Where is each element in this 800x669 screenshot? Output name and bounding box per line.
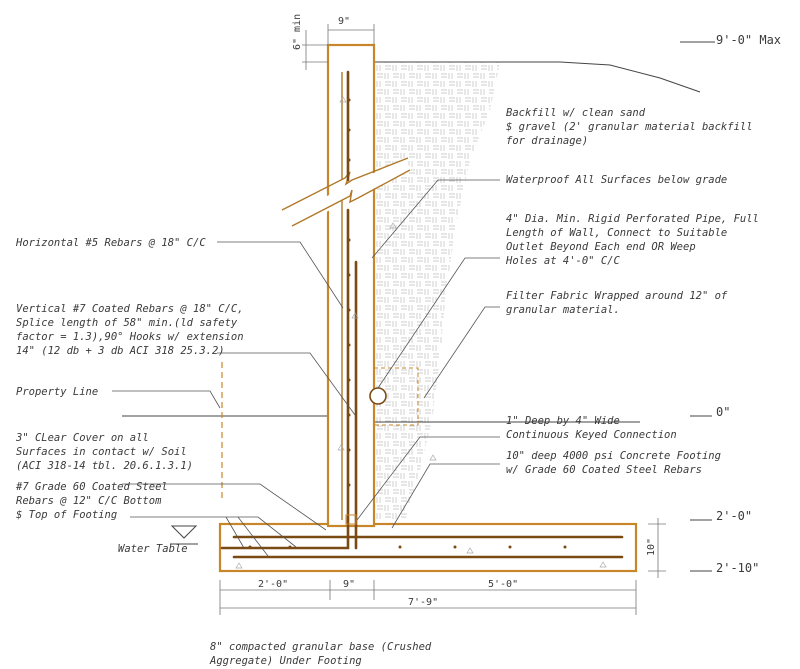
wall-thickness-label: 9" [338, 16, 350, 27]
break-line-bottom [291, 169, 411, 227]
toe-dim-label: 2'-0" [258, 579, 288, 590]
waterproof-note: Waterproof All Surfaces below grade [506, 174, 727, 186]
water-table-symbol [170, 525, 198, 539]
shear-key [345, 514, 357, 525]
heel-dim-label: 5'-0" [488, 579, 518, 590]
grade-zero-label: 0" [716, 405, 730, 419]
wall-stem [326, 43, 376, 528]
top-dim-line [327, 24, 375, 45]
clear-cover-note: 3" CLear Cover on all Surfaces in contac… [15, 432, 193, 472]
backfill-hatch [373, 62, 500, 520]
drain-pipe-note: 4" Dia. Min. Rigid Perforated Pipe, Full… [505, 213, 765, 267]
granular-base-note: 8" compacted granular base (Crushed Aggr… [209, 641, 438, 667]
aggregate-marks [235, 96, 607, 569]
filter-fabric-note: Filter Fabric Wrapped around 12" of gran… [506, 290, 734, 316]
keyed-connection-note: 1" Deep by 4" Wide Continuous Keyed Conn… [506, 415, 677, 441]
footing-note: 10" deep 4000 psi Concrete Footing w/ Gr… [506, 450, 727, 476]
bottom-dim-line-1 [219, 580, 637, 600]
property-line-note: Property Line [16, 386, 98, 398]
cover-dim-line [302, 30, 328, 70]
bottom-bars-note: #7 Grade 60 Coated Steel Rebars @ 12" C/… [15, 481, 174, 521]
retained-grade-line [373, 61, 701, 93]
backfill-note: Backfill w/ clean sand $ gravel (2' gran… [506, 107, 759, 147]
footing-bottom-elev-label: 2'-10" [716, 561, 759, 575]
water-table-label: Water Table [118, 543, 188, 555]
footing-bar-dots [248, 545, 567, 549]
min-cover-label: 6" min [292, 14, 303, 50]
drain-pipe [369, 387, 387, 405]
break-line [286, 157, 412, 229]
filter-fabric [374, 367, 419, 426]
total-width-label: 7'-9" [408, 597, 438, 608]
max-height-label: 9'-0" Max [716, 33, 781, 47]
horizontal-bar-dots [347, 98, 351, 487]
leaders [112, 179, 500, 557]
right-dim-line [648, 518, 666, 578]
footing-top-elev-label: 2'-0" [716, 509, 752, 523]
bottom-dim-line-2 [219, 600, 637, 615]
vertical-rebar-note: Vertical #7 Coated Rebars @ 18" C/C, Spl… [16, 303, 250, 357]
stem-dim-label: 9" [343, 579, 355, 590]
vertical-rebar-inner [220, 70, 350, 550]
horizontal-rebar-note: Horizontal #5 Rebars @ 18" C/C [15, 237, 206, 249]
footing-depth-label: 10" [646, 538, 657, 556]
